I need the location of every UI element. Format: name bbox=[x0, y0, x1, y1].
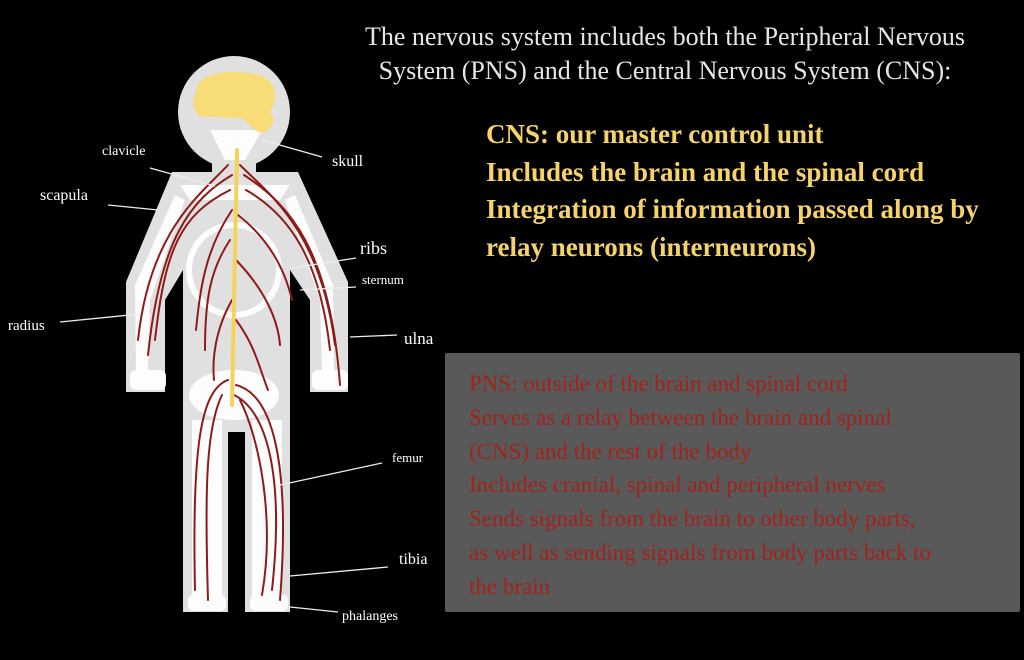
slide-title: The nervous system includes both the Per… bbox=[320, 20, 1010, 88]
pns-line: Sends signals from the brain to other bo… bbox=[469, 506, 916, 532]
label-clavicle: clavicle bbox=[102, 144, 146, 159]
title-line: System (PNS) and the Central Nervous Sys… bbox=[378, 56, 952, 85]
title-line: The nervous system includes both the Per… bbox=[364, 22, 966, 51]
label-femur: femur bbox=[392, 450, 424, 465]
cns-description: CNS: our master control unit Includes th… bbox=[486, 116, 979, 266]
pns-line: as well as sending signals from body par… bbox=[469, 539, 931, 565]
label-leader-lines bbox=[59, 139, 398, 613]
label-ribs: ribs bbox=[360, 238, 387, 258]
cns-line: CNS: our master control unit bbox=[486, 119, 824, 149]
pns-line: (CNS) and the rest of the body bbox=[469, 438, 752, 464]
label-sternum: sternum bbox=[362, 272, 404, 287]
label-radius: radius bbox=[8, 318, 45, 334]
label-phalanges: phalanges bbox=[342, 609, 398, 624]
pns-line: PNS: outside of the brain and spinal cor… bbox=[469, 371, 848, 396]
pns-line: Serves as a relay between the brain and … bbox=[469, 404, 892, 430]
pns-line: the brain bbox=[469, 573, 551, 599]
label-scapula: scapula bbox=[40, 187, 88, 204]
brain bbox=[193, 71, 276, 133]
cns-line: relay neurons (interneurons) bbox=[486, 231, 817, 262]
cns-line: Includes the brain and the spinal cord bbox=[486, 156, 925, 187]
spinal-cord bbox=[230, 148, 239, 407]
label-skull: skull bbox=[332, 153, 364, 170]
cns-line: Integration of information passed along … bbox=[486, 194, 979, 224]
pns-description-box: PNS: outside of the brain and spinal cor… bbox=[445, 353, 1020, 612]
label-tibia: tibia bbox=[399, 551, 427, 568]
pns-line: Includes cranial, spinal and peripheral … bbox=[469, 472, 886, 498]
peripheral-nerves bbox=[137, 164, 341, 601]
label-ulna: ulna bbox=[404, 329, 434, 348]
